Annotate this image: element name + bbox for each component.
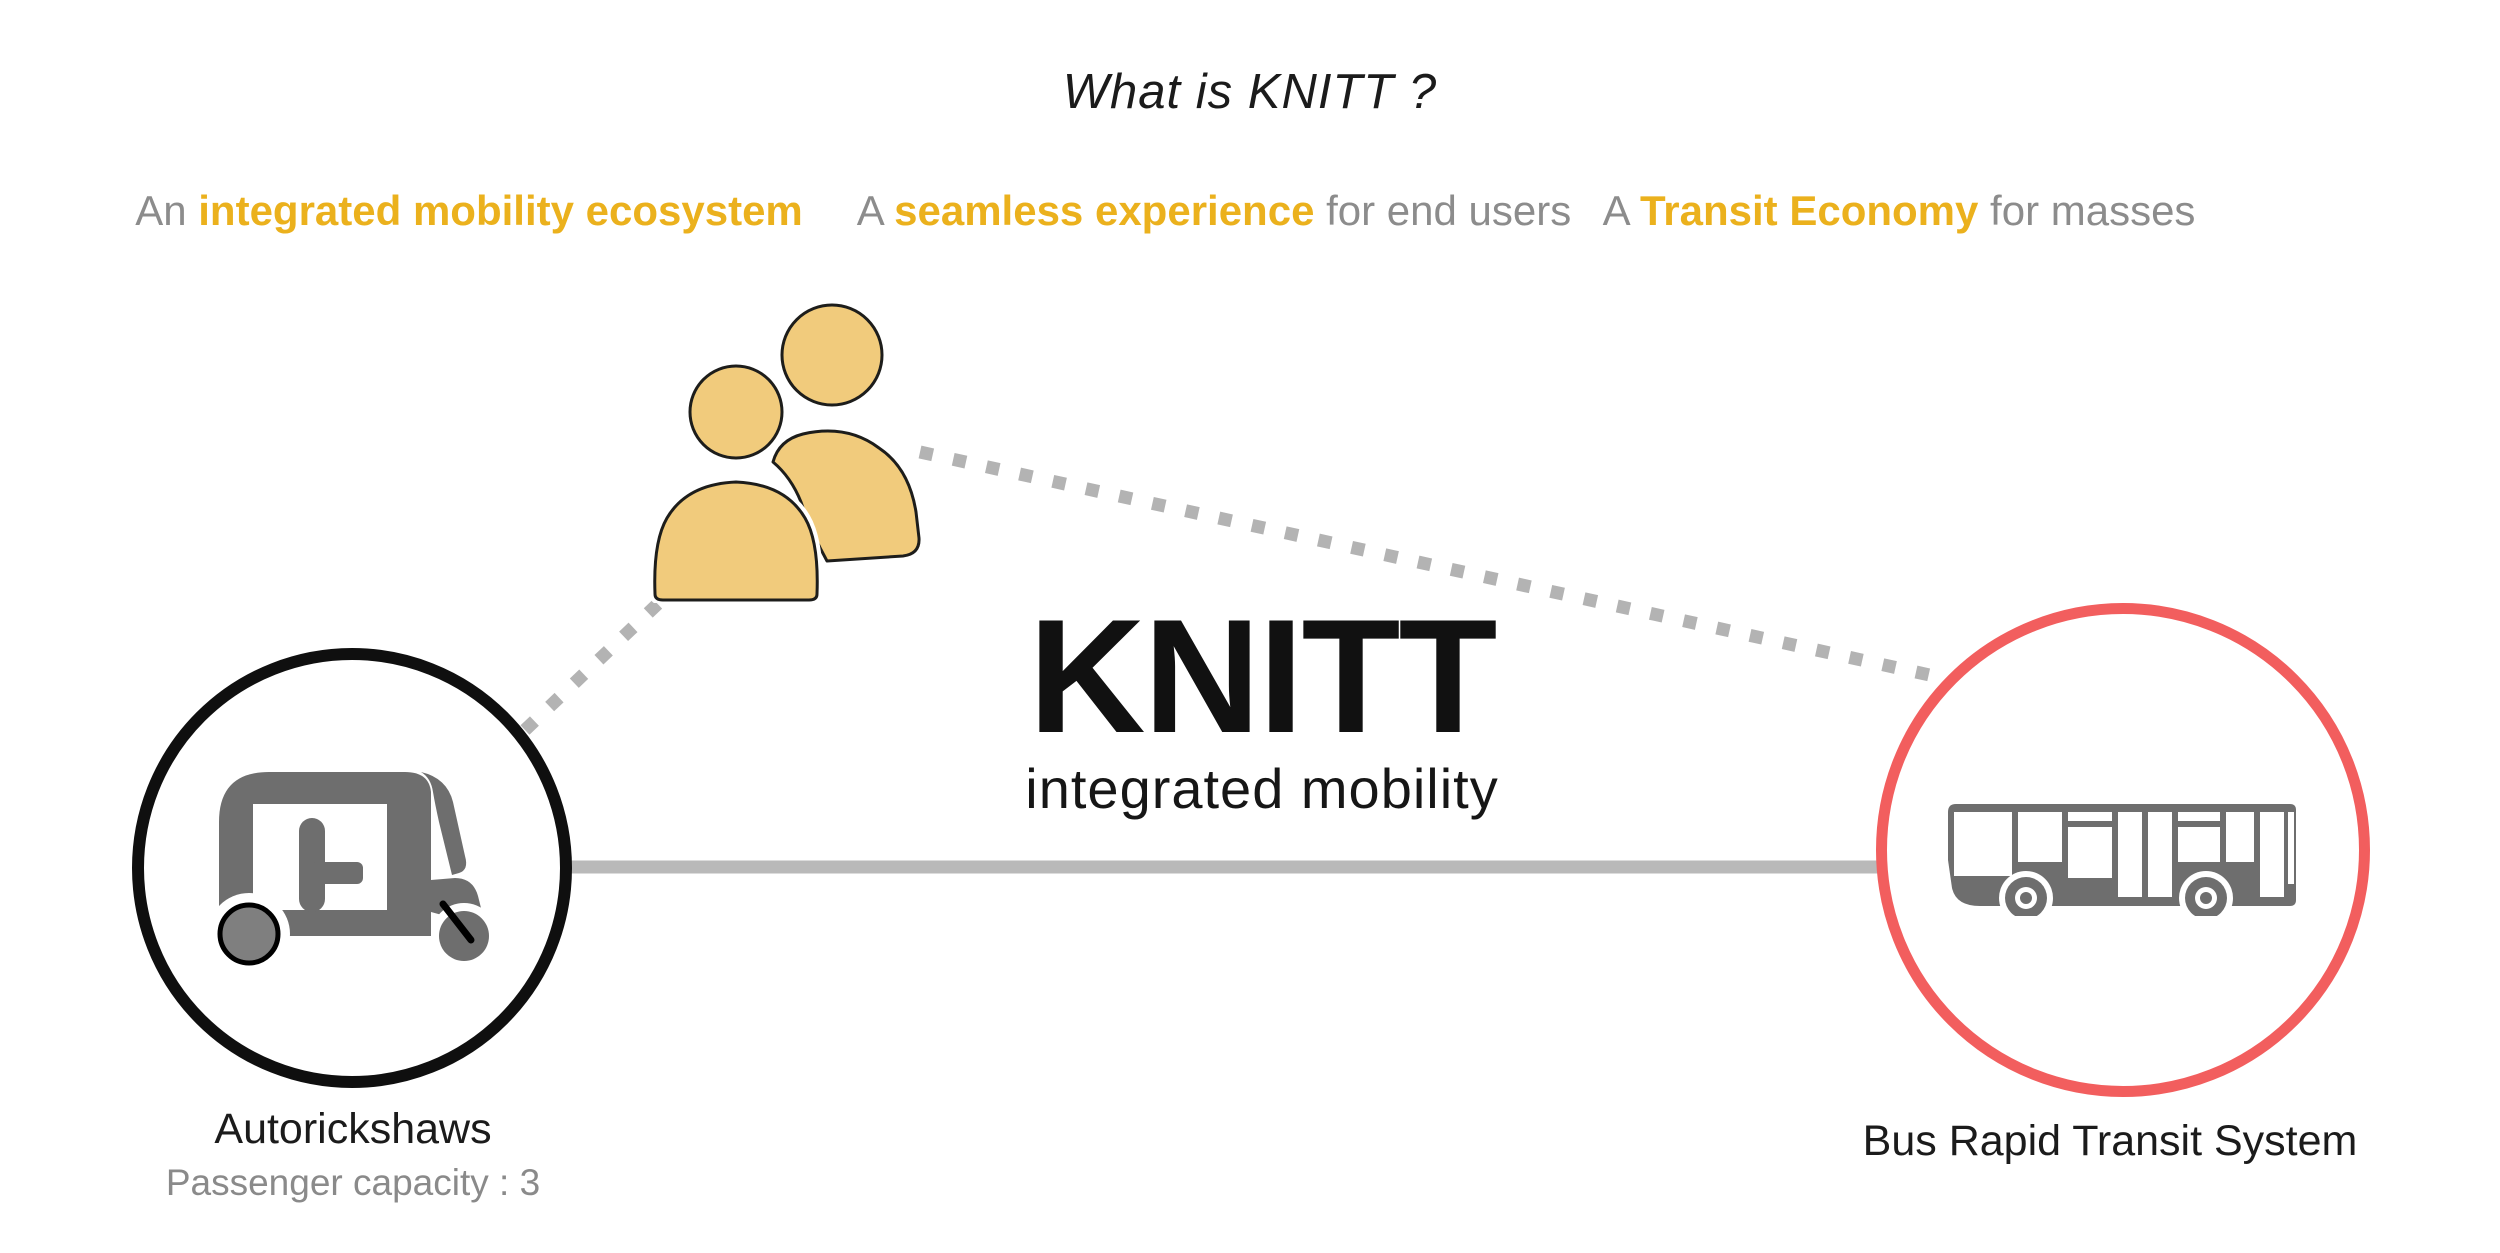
tagline-suffix: for end users xyxy=(1314,187,1572,234)
knitt-logo-wordmark: KNITT xyxy=(1028,586,1498,767)
autorickshaw-label: Autorickshaws xyxy=(214,1105,492,1153)
dotted-link-users-bus xyxy=(918,445,1945,685)
page-title: What is KNITT ? xyxy=(1062,65,1438,119)
dotted-link-auto-users xyxy=(520,592,670,735)
tagline-ecosystem: An integrated mobility ecosystem xyxy=(135,186,803,236)
autorickshaw-label-block: Autorickshaws Passenger capacity : 3 xyxy=(166,1104,540,1206)
bus-label: Bus Rapid Transit System xyxy=(1862,1117,2358,1165)
tagline-prefix: An xyxy=(135,187,199,234)
bus-icon xyxy=(1948,804,2296,916)
bus-label-block: Bus Rapid Transit System xyxy=(1863,1116,2358,1168)
autorickshaw-capacity: Passenger capacity : 3 xyxy=(165,1161,541,1203)
knitt-logo: KNITT integrated mobility xyxy=(1025,586,1499,821)
tagline-highlight: Transit Economy xyxy=(1639,187,1979,234)
tagline-economy: A Transit Economy for masses xyxy=(1603,186,2196,236)
tagline-suffix: for masses xyxy=(1978,187,2196,234)
tagline-highlight: integrated mobility ecosystem xyxy=(198,187,803,234)
tagline-experience: A seamless experience for end users xyxy=(857,186,1572,236)
people-icon xyxy=(651,302,921,603)
knitt-logo-subtitle: integrated mobility xyxy=(1025,756,1499,820)
tagline-highlight: seamless experience xyxy=(894,187,1315,234)
autorickshaw-icon xyxy=(208,772,495,968)
tagline-prefix: A xyxy=(1602,187,1640,234)
tagline-prefix: A xyxy=(856,187,895,234)
